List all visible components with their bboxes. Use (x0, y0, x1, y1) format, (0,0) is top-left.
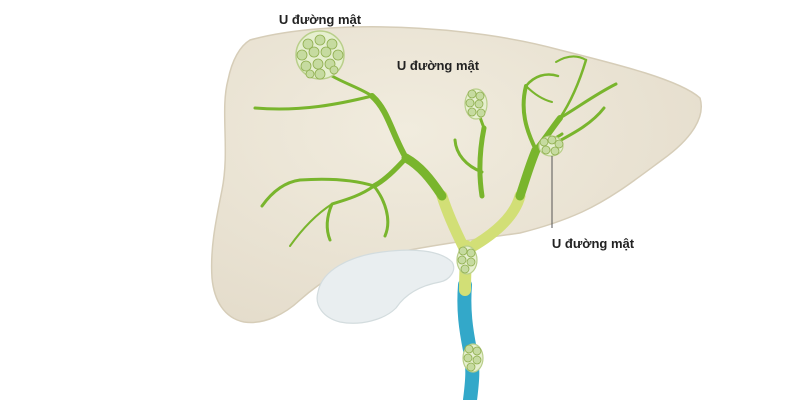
gallbladder-shape (316, 249, 455, 324)
label-tumor-top: U đường mật (279, 12, 362, 27)
tumor-cluster-lower (462, 343, 484, 373)
label-tumor-right: U đường mật (552, 236, 635, 251)
tumor-cluster-junction (456, 245, 478, 275)
label-tumor-middle: U đường mật (397, 58, 480, 73)
tumor-cluster-right (538, 135, 564, 157)
tumor-cluster-top (295, 30, 345, 80)
common-bile-duct (457, 278, 480, 400)
bile-duct-branches (253, 55, 618, 247)
tumor-cluster-middle (464, 88, 488, 120)
